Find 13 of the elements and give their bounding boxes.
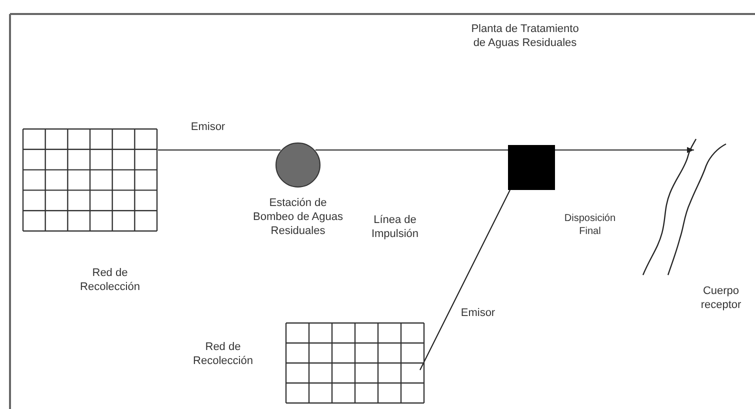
pipe-line [420, 190, 510, 370]
text-label: Planta de Tratamiento de Aguas Residuales [470, 22, 580, 50]
node-caption: Estación de Bombeo de Aguas Residuales [253, 196, 343, 238]
edge-label: Emisor [190, 120, 226, 134]
node-caption: Cuerpo receptor [700, 284, 742, 312]
text-label: Línea de Impulsión [370, 213, 420, 241]
node-caption: Red de Recolección [79, 266, 141, 294]
pipe-line [315, 149, 508, 151]
text-label: Disposición Final [563, 212, 617, 238]
pipe-line [555, 147, 694, 153]
node-caption: Red de Recolección [192, 340, 254, 368]
edge-label: Emisor [460, 306, 496, 320]
pipe-line [158, 149, 281, 151]
